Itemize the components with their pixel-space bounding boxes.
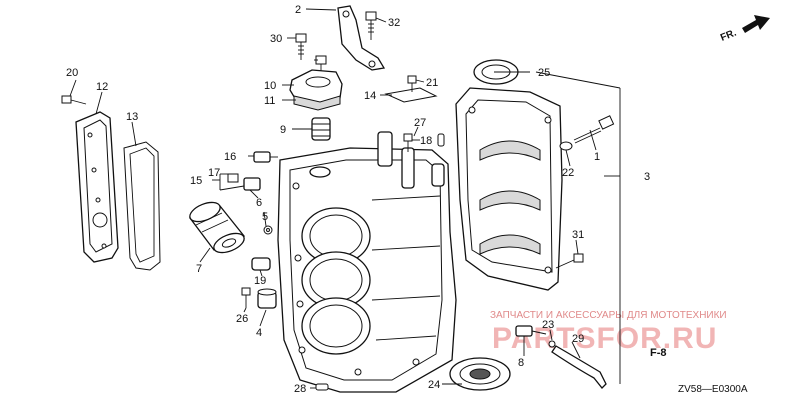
- bolt-21-icon: [407, 75, 417, 92]
- label-part-14: 14: [364, 90, 376, 102]
- reference-label: F-8: [650, 347, 667, 359]
- label-part-12: 12: [96, 81, 108, 93]
- label-part-30: 30: [270, 33, 282, 45]
- label-part-15: 15: [190, 175, 202, 187]
- label-part-21: 21: [426, 77, 438, 89]
- bolt-31-icon: [555, 253, 584, 269]
- fitting-16-icon: [253, 151, 278, 163]
- clip-23-icon: [548, 340, 556, 348]
- bracket-part-icon: [337, 5, 386, 71]
- label-part-27: 27: [414, 117, 426, 129]
- bolt-26-icon: [241, 287, 251, 308]
- bushing-4-icon: [257, 288, 277, 309]
- watermark-tagline: ЗАПЧАСТИ И АКСЕССУАРЫ ДЛЯ МОТОТЕХНИКИ: [490, 310, 727, 321]
- dowel-27-icon: [437, 133, 445, 147]
- cylinder-block-icon: [277, 131, 457, 393]
- label-part-17: 17: [208, 167, 220, 179]
- bolt-30-icon: [295, 33, 307, 60]
- exhaust-gasket-icon: [123, 141, 161, 271]
- front-direction-label: FR.: [719, 27, 738, 43]
- label-part-8: 8: [518, 357, 524, 369]
- diagram-code: ZV58—E0300A: [678, 384, 748, 395]
- thermostat-cover-icon: [289, 69, 343, 111]
- label-part-23: 23: [542, 319, 554, 331]
- thermostat-icon: [311, 117, 331, 141]
- washer-5-icon: [263, 225, 273, 235]
- label-part-25: 25: [538, 67, 550, 79]
- dowel-28-icon: [315, 383, 329, 391]
- label-part-18: 18: [420, 135, 432, 147]
- label-part-24: 24: [428, 379, 440, 391]
- exhaust-cover-icon: [75, 111, 119, 263]
- leader-lines: [69, 8, 621, 389]
- label-part-3: 3: [644, 171, 650, 183]
- label-part-9: 9: [280, 124, 286, 136]
- label-part-13: 13: [126, 111, 138, 123]
- label-part-22: 22: [562, 167, 574, 179]
- oil-filter-icon: [188, 201, 246, 254]
- label-part-6: 6: [256, 197, 262, 209]
- label-part-11: 11: [264, 95, 275, 107]
- front-direction-arrow-icon: FR.: [719, 15, 770, 44]
- label-part-16: 16: [224, 151, 236, 163]
- fitting-8-icon: [515, 325, 547, 337]
- label-part-4: 4: [256, 327, 262, 339]
- plug-19-icon: [251, 257, 271, 271]
- label-part-1: 1: [594, 151, 600, 163]
- washer-22-icon: [559, 141, 573, 151]
- bolt-1-icon: [573, 115, 615, 144]
- hose-29-icon: [551, 345, 607, 389]
- bearing-icon: [449, 357, 511, 391]
- bolt-20-icon: [61, 95, 87, 105]
- label-part-7: 7: [196, 263, 202, 275]
- bolt-18-icon: [403, 133, 413, 152]
- label-part-5: 5: [262, 211, 268, 223]
- bolt-32-icon: [365, 11, 377, 40]
- label-part-10: 10: [264, 80, 276, 92]
- label-part-29: 29: [572, 333, 584, 345]
- clip-14-icon: [384, 87, 438, 103]
- label-part-26: 26: [236, 313, 248, 325]
- label-part-31: 31: [572, 229, 584, 241]
- label-part-32: 32: [388, 17, 400, 29]
- label-part-2: 2: [295, 4, 301, 16]
- label-part-28: 28: [294, 383, 306, 395]
- label-part-20: 20: [66, 67, 78, 79]
- crankcase-icon: [455, 87, 563, 291]
- label-part-19: 19: [254, 275, 266, 287]
- fitting-17-icon: [227, 173, 261, 191]
